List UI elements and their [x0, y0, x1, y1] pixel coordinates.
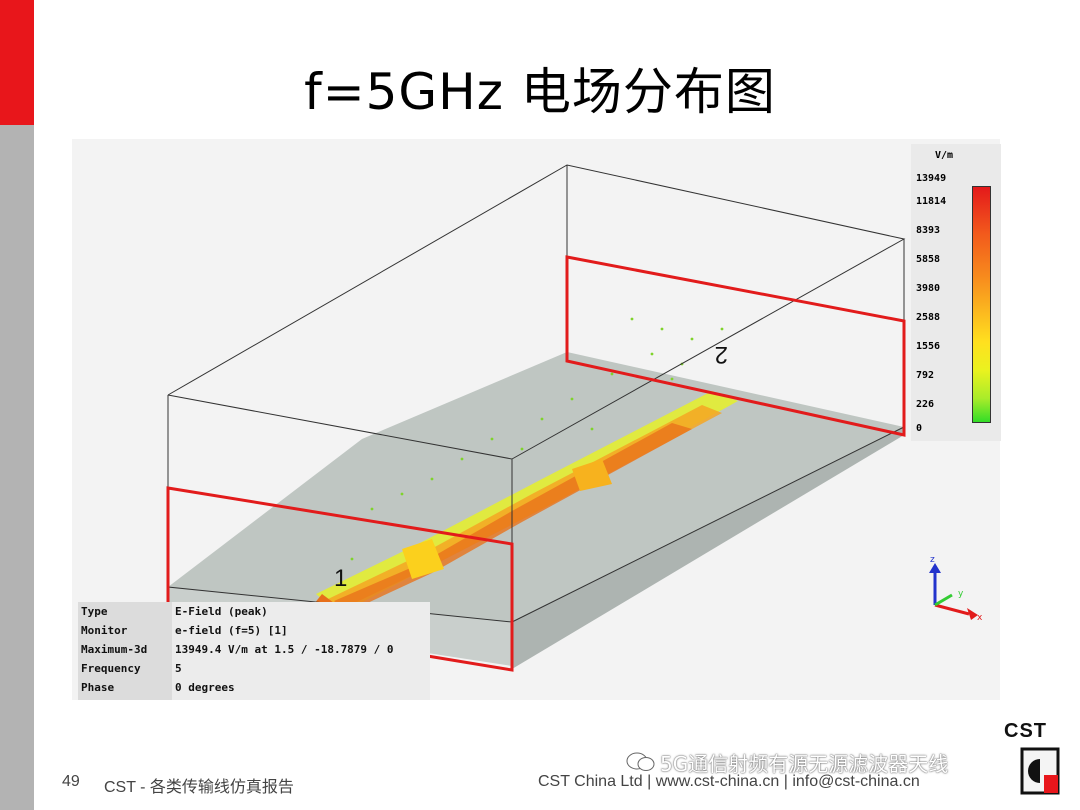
legend-tick: 13949: [916, 173, 947, 184]
info-value: E-Field (peak): [175, 605, 268, 618]
info-key: Frequency: [81, 662, 141, 675]
cst-emblem-icon: [1020, 747, 1060, 795]
port-1-frame[interactable]: [166, 486, 514, 672]
side-accent-gray: [0, 125, 34, 810]
info-value: 0 degrees: [175, 681, 235, 694]
axis-triad: z y x: [929, 555, 983, 623]
legend-tick: 11814: [916, 196, 947, 207]
side-accent-red: [0, 0, 34, 125]
info-values: E-Field (peak) e-field (f=5) [1] 13949.4…: [172, 602, 430, 700]
info-key: Maximum-3d: [81, 643, 148, 656]
port-1-label: 1: [334, 565, 347, 592]
axis-x-label: x: [977, 613, 983, 623]
legend-color-bar: [972, 186, 991, 423]
slide-title: f=5GHz 电场分布图: [304, 63, 776, 121]
color-legend: V/m 13949 11814 8393 5858 3980 2588 1556…: [911, 144, 1001, 441]
field-arrows: [310, 391, 738, 629]
info-value: e-field (f=5) [1]: [175, 624, 288, 637]
info-key: Monitor: [81, 624, 128, 637]
legend-tick: 792: [916, 370, 935, 381]
info-key: Type: [81, 605, 108, 618]
field-dots: [350, 317, 724, 561]
info-value: 13949.4 V/m at 1.5 / -18.7879 / 0: [175, 643, 394, 656]
info-panel: Type Monitor Maximum-3d Frequency Phase …: [78, 602, 430, 700]
legend-tick: 5858: [916, 254, 941, 265]
legend-tick: 3980: [916, 283, 941, 294]
legend-unit: V/m: [935, 150, 954, 161]
substrate-side: [512, 427, 904, 669]
port-2-frame[interactable]: [565, 255, 906, 437]
legend-tick: 8393: [916, 225, 941, 236]
footer-left-text: CST - 各类传输线仿真报告: [104, 779, 294, 796]
legend-tick: 226: [916, 399, 935, 410]
port-2-label: 2: [715, 341, 728, 368]
page-number: 49: [62, 773, 80, 790]
legend-tick: 2588: [916, 312, 941, 323]
axis-y-label: y: [958, 589, 964, 599]
wechat-icon: [626, 752, 655, 771]
cst-logo: CST: [1004, 720, 1047, 742]
footer-right-text: CST China Ltd | www.cst-china.cn | info@…: [538, 773, 920, 790]
info-value: 5: [175, 662, 182, 675]
info-keys: Type Monitor Maximum-3d Frequency Phase: [78, 602, 172, 700]
info-key: Phase: [81, 681, 115, 694]
legend-tick: 0: [916, 423, 923, 434]
watermark-text: 5G通信射频有源无源滤波器天线: [660, 752, 949, 776]
legend-tick: 1556: [916, 341, 941, 352]
simulation-viewport[interactable]: 1 2 z y x V/m 13949 11814 8393 5858 3980…: [72, 139, 1001, 700]
axis-z-label: z: [930, 555, 935, 565]
